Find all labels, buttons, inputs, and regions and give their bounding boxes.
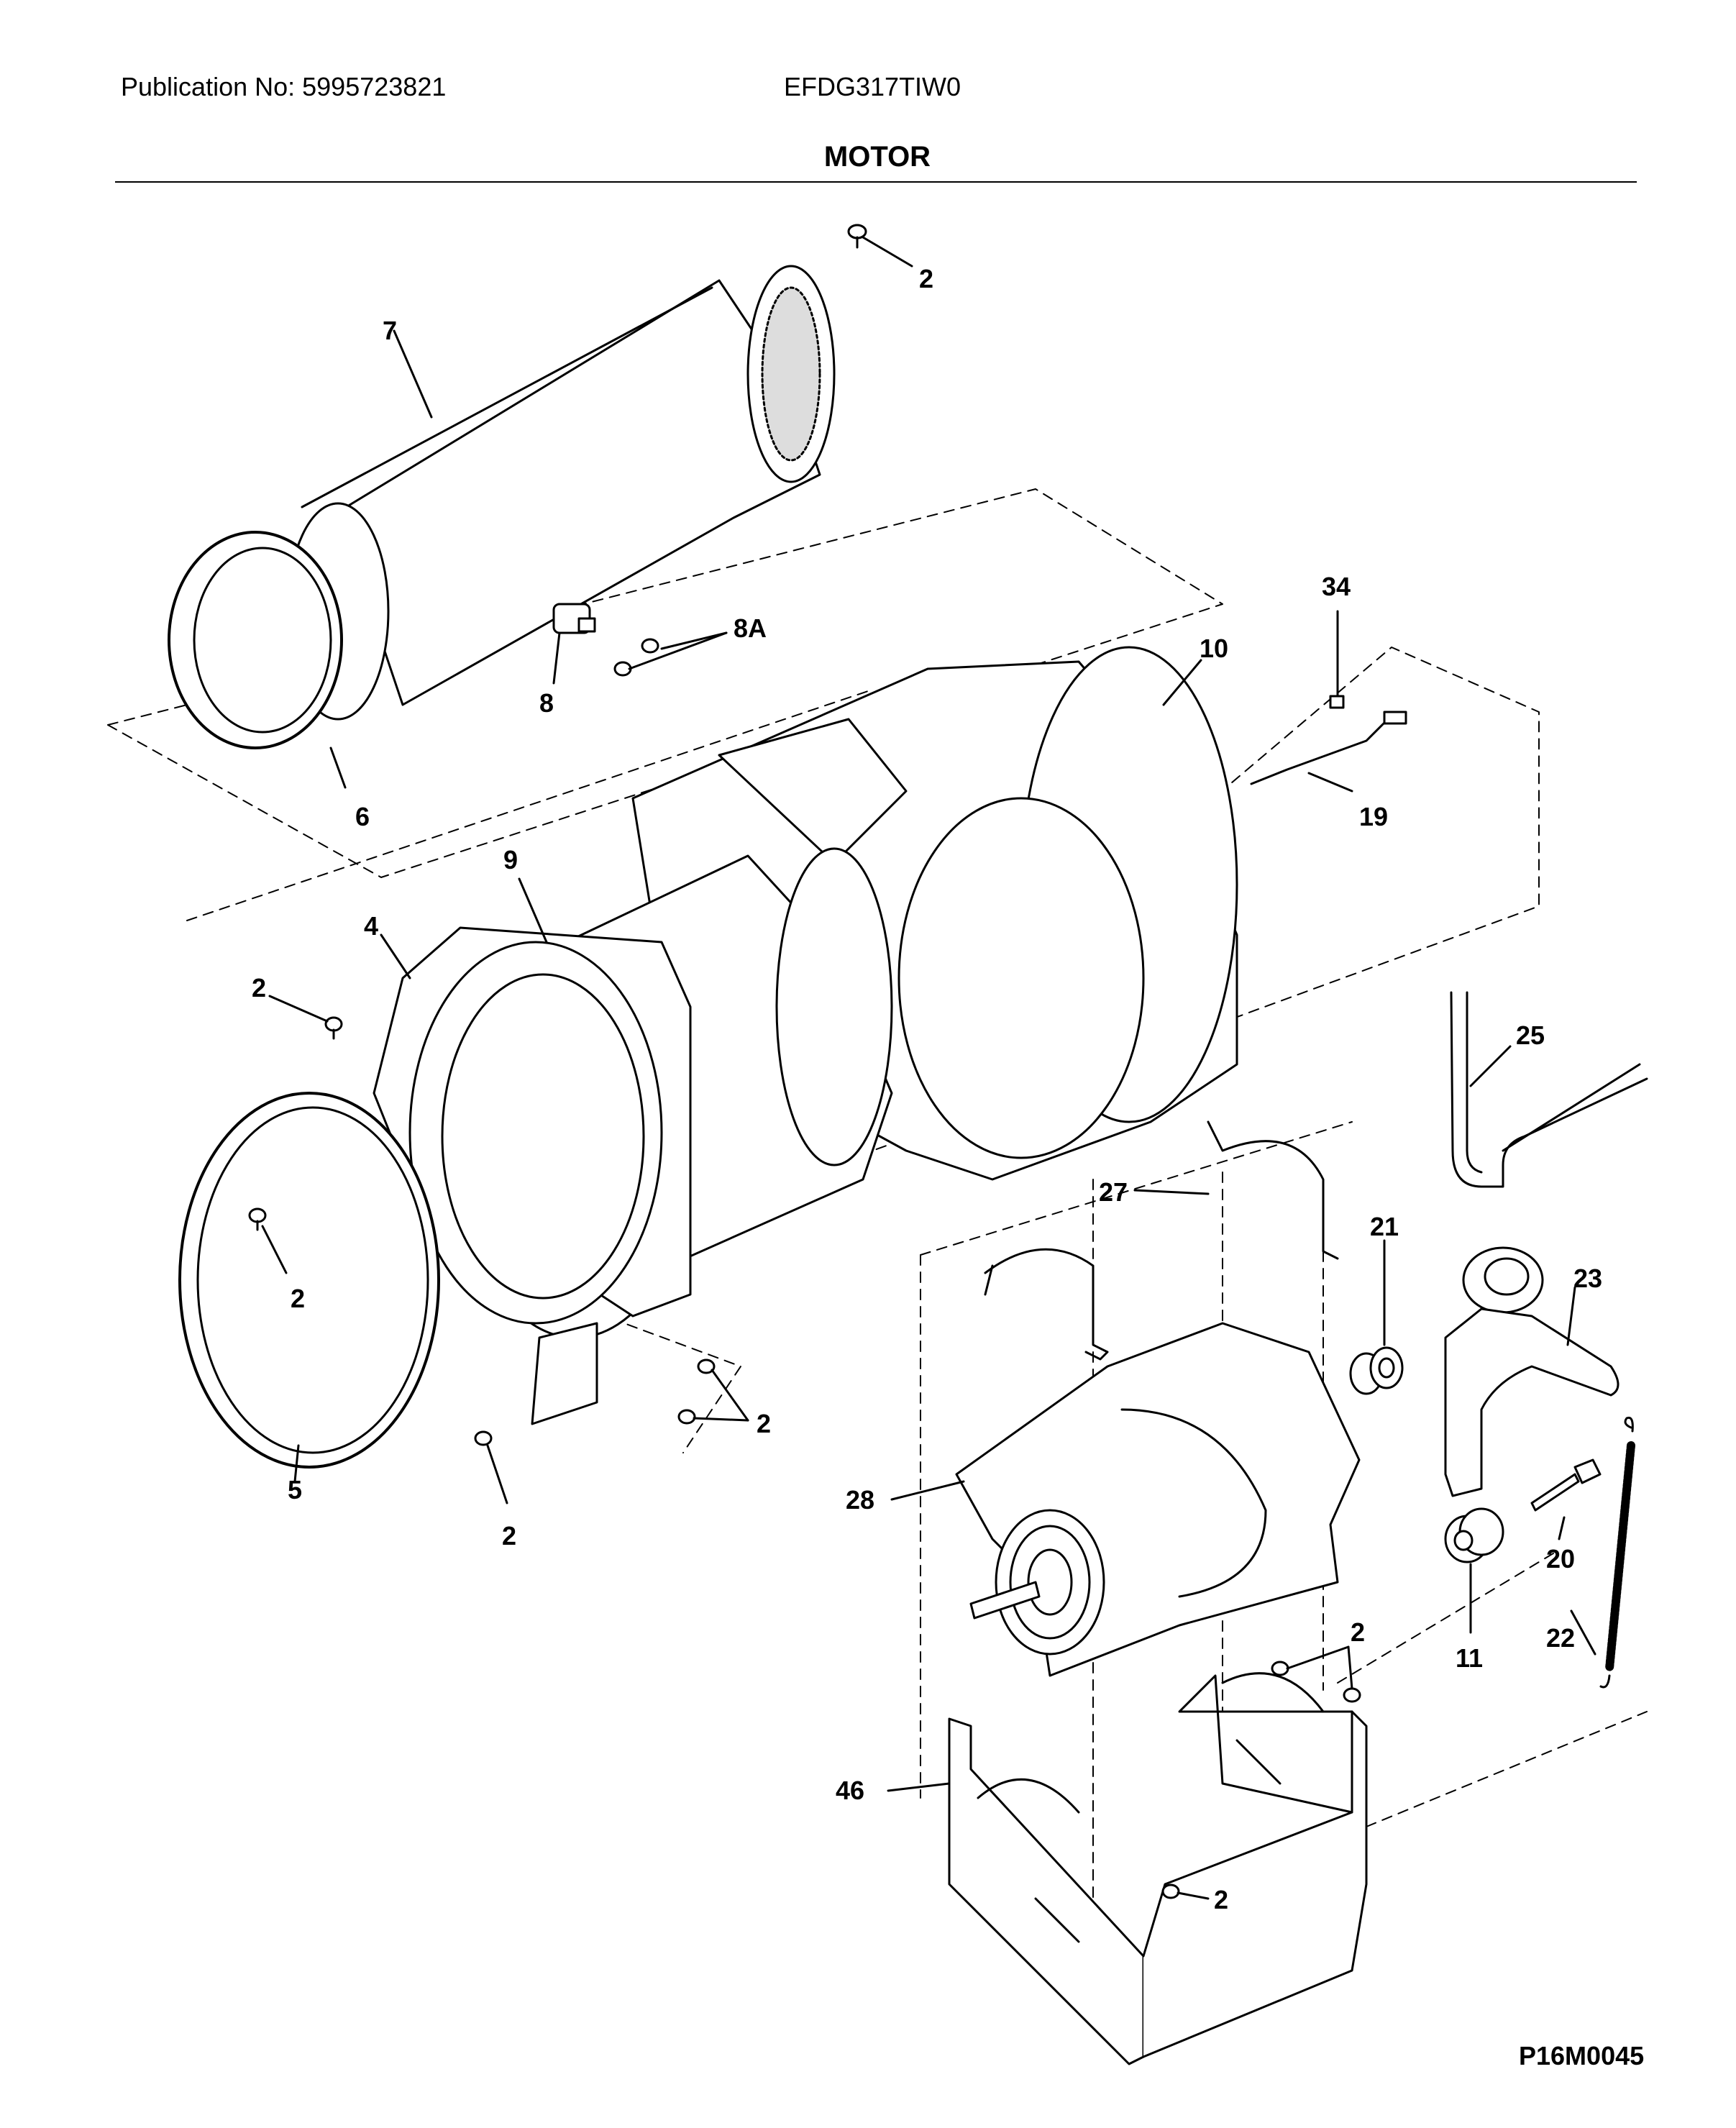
screw-icon [641,638,659,654]
callout-8A: 8A [734,613,767,643]
duct-part-7 [286,265,836,721]
callout-leader-lines [261,236,1596,1900]
screw-icon [324,1016,343,1040]
screw-icon [1343,1687,1361,1703]
callout-8: 8 [539,688,554,718]
motor-mount-part-46 [948,1672,1368,2065]
screw-icon [1161,1883,1180,1899]
callout-46: 46 [836,1776,864,1805]
thermostat-part-8 [552,603,596,634]
screw-icon [697,1358,716,1374]
sensor-part-19 [1250,695,1407,785]
callout-labels: 2 7 8A 8 6 10 34 19 9 4 2 25 2 27 21 23 … [252,264,1602,1914]
callout-7: 7 [383,316,397,345]
callout-21: 21 [1370,1212,1399,1241]
callout-2: 2 [1214,1885,1228,1914]
gasket-part-6 [168,531,343,749]
callout-20: 20 [1546,1544,1575,1574]
motor-part-28 [955,1322,1361,1677]
screw-icon [1271,1661,1289,1676]
callout-2: 2 [757,1409,771,1438]
motor-strap-part-27 [984,1120,1339,1361]
callout-23: 23 [1573,1264,1602,1293]
bolt-part-20 [1530,1458,1602,1512]
callout-34: 34 [1322,572,1351,601]
screw-icon [474,1430,493,1446]
callout-10: 10 [1200,634,1228,663]
bearing-part-21 [1349,1346,1404,1395]
screw-icon [677,1409,696,1425]
callout-27: 27 [1099,1177,1128,1207]
callout-6: 6 [355,802,370,831]
callout-4: 4 [364,911,378,941]
callout-28: 28 [846,1485,874,1515]
screw-icon [248,1207,267,1231]
callout-19: 19 [1359,802,1388,831]
title-divider [115,181,1637,183]
callout-2: 2 [291,1284,305,1313]
callout-22: 22 [1546,1623,1575,1653]
publication-number: Publication No: 5995723821 [121,72,447,101]
callout-25: 25 [1516,1020,1545,1050]
callout-9: 9 [503,845,518,875]
callout-2: 2 [1351,1617,1365,1647]
seal-part-5 [178,1092,440,1469]
blower-cover-part-4 [373,926,692,1425]
callout-2: 2 [502,1521,516,1551]
callout-5: 5 [288,1475,302,1504]
page-title: MOTOR [823,141,931,173]
belt-part-25 [1450,991,1648,1188]
spring-part-22 [1599,1416,1635,1689]
callout-2: 2 [919,264,933,293]
idler-bracket-part-23 [1444,1246,1619,1497]
diagram-code: P16M0045 [1519,2041,1645,2070]
pulley-part-11 [1444,1507,1504,1563]
callout-2: 2 [252,973,266,1003]
screw-icon [847,224,867,249]
model-number: EFDG317TIW0 [784,72,961,101]
screw-icons [248,224,1361,1899]
callout-11: 11 [1456,1643,1483,1673]
